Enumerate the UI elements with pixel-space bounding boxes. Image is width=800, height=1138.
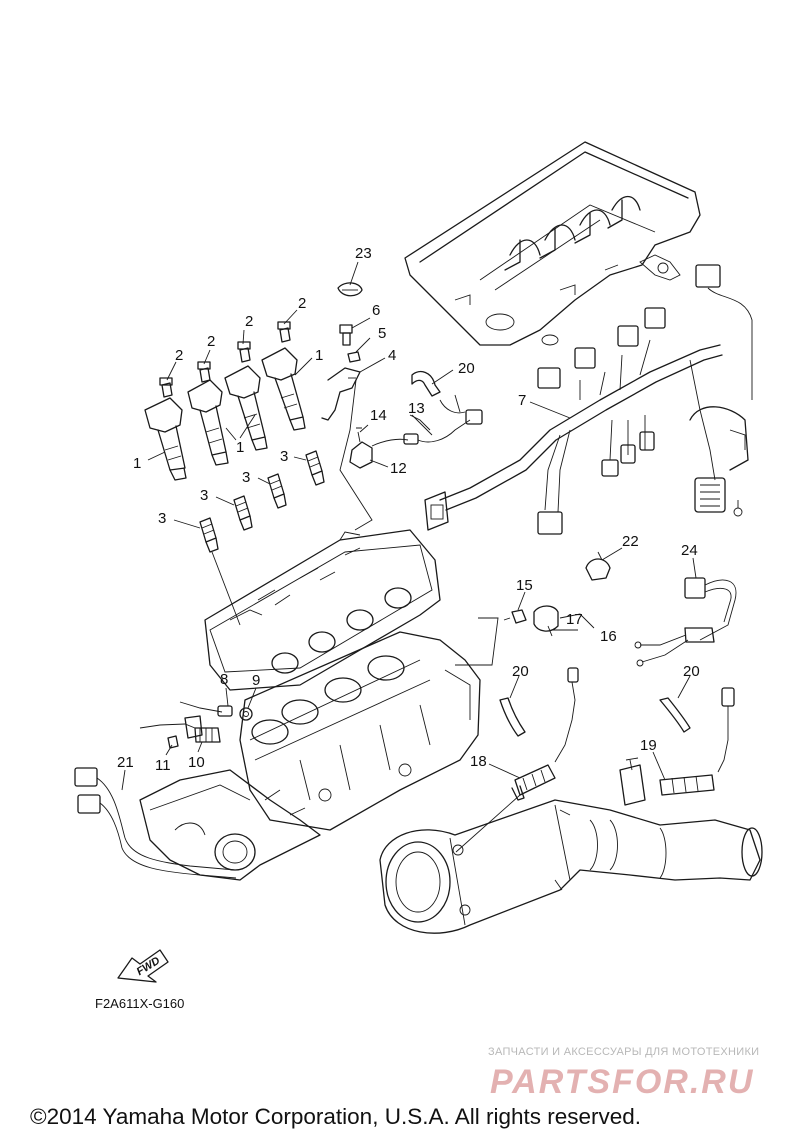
callout-24: 24 xyxy=(681,542,698,559)
diagram-code: F2A611X-G160 xyxy=(95,996,184,1011)
leader-lines xyxy=(121,261,697,853)
callout-10: 10 xyxy=(188,754,205,771)
callout-11: 11 xyxy=(155,757,171,774)
callout-2: 2 xyxy=(245,313,253,330)
callout-3: 3 xyxy=(200,487,208,504)
engine-upper-housing xyxy=(404,141,701,346)
callout-21: 21 xyxy=(117,754,134,771)
callout-23: 23 xyxy=(355,245,372,262)
fwd-direction-arrow: FWD xyxy=(117,949,169,983)
wire-harness xyxy=(424,264,753,535)
spark-plug xyxy=(233,495,253,531)
watermark-tagline: ЗАПЧАСТИ И АКСЕССУАРЫ ДЛЯ МОТОТЕХНИКИ xyxy=(488,1046,759,1058)
temp-sensors xyxy=(511,667,735,806)
callout-20: 20 xyxy=(512,663,529,680)
callout-2: 2 xyxy=(298,295,306,312)
spark-plug xyxy=(267,473,287,509)
harness-21 xyxy=(74,767,237,879)
callout-16: 16 xyxy=(600,628,617,645)
ignition-coil xyxy=(261,347,306,431)
copyright-notice: ©2014 Yamaha Motor Corporation, U.S.A. A… xyxy=(30,1104,641,1129)
coil-bolts xyxy=(159,321,291,398)
callout-2: 2 xyxy=(207,333,215,350)
callout-17: 17 xyxy=(566,611,583,628)
callout-13: 13 xyxy=(408,400,425,417)
crank-sensor-parts xyxy=(139,701,253,749)
callout-5: 5 xyxy=(378,325,386,342)
callout-1: 1 xyxy=(315,347,323,364)
callout-1: 1 xyxy=(133,455,141,472)
sensor-group-upper xyxy=(349,371,483,469)
callout-8: 8 xyxy=(220,671,228,688)
callout-2: 2 xyxy=(175,347,183,364)
callout-22: 22 xyxy=(622,533,639,550)
spark-plug xyxy=(305,450,325,486)
callout-3: 3 xyxy=(242,469,250,486)
crankcase-lower xyxy=(139,769,321,881)
callout-labels: 23 6 5 4 20 2 2 2 2 1 1 1 13 14 12 7 3 3… xyxy=(117,245,700,774)
ignition-coil xyxy=(187,379,229,466)
ignition-coil xyxy=(144,397,187,481)
sensor-group-middle xyxy=(503,551,611,637)
watermark-brand: PARTSFOR.RU xyxy=(490,1063,754,1101)
spark-plugs xyxy=(199,450,325,553)
callout-7: 7 xyxy=(518,392,526,409)
callout-9: 9 xyxy=(252,672,260,689)
callout-19: 19 xyxy=(640,737,657,754)
callout-6: 6 xyxy=(372,302,380,319)
fwd-label: FWD xyxy=(135,955,163,978)
ignition-coil xyxy=(224,365,268,451)
cylinder-head-cover xyxy=(204,529,441,691)
callout-4: 4 xyxy=(388,347,396,364)
callout-3: 3 xyxy=(158,510,166,527)
wire-24 xyxy=(634,577,737,667)
ignition-coil-group xyxy=(144,347,306,481)
callout-14: 14 xyxy=(370,407,387,424)
callout-18: 18 xyxy=(470,753,487,770)
callout-3: 3 xyxy=(280,448,288,465)
callout-15: 15 xyxy=(516,577,533,594)
cylinder-block xyxy=(239,631,481,831)
watermark: ЗАПЧАСТИ И АКСЕССУАРЫ ДЛЯ МОТОТЕХНИКИ PA… xyxy=(488,1046,759,1101)
spark-plug xyxy=(199,517,219,553)
callout-20: 20 xyxy=(683,663,700,680)
callout-20: 20 xyxy=(458,360,475,377)
callout-12: 12 xyxy=(390,460,407,477)
exhaust-pipe xyxy=(379,799,763,934)
callout-1: 1 xyxy=(236,439,244,456)
clips-20 xyxy=(499,697,691,737)
